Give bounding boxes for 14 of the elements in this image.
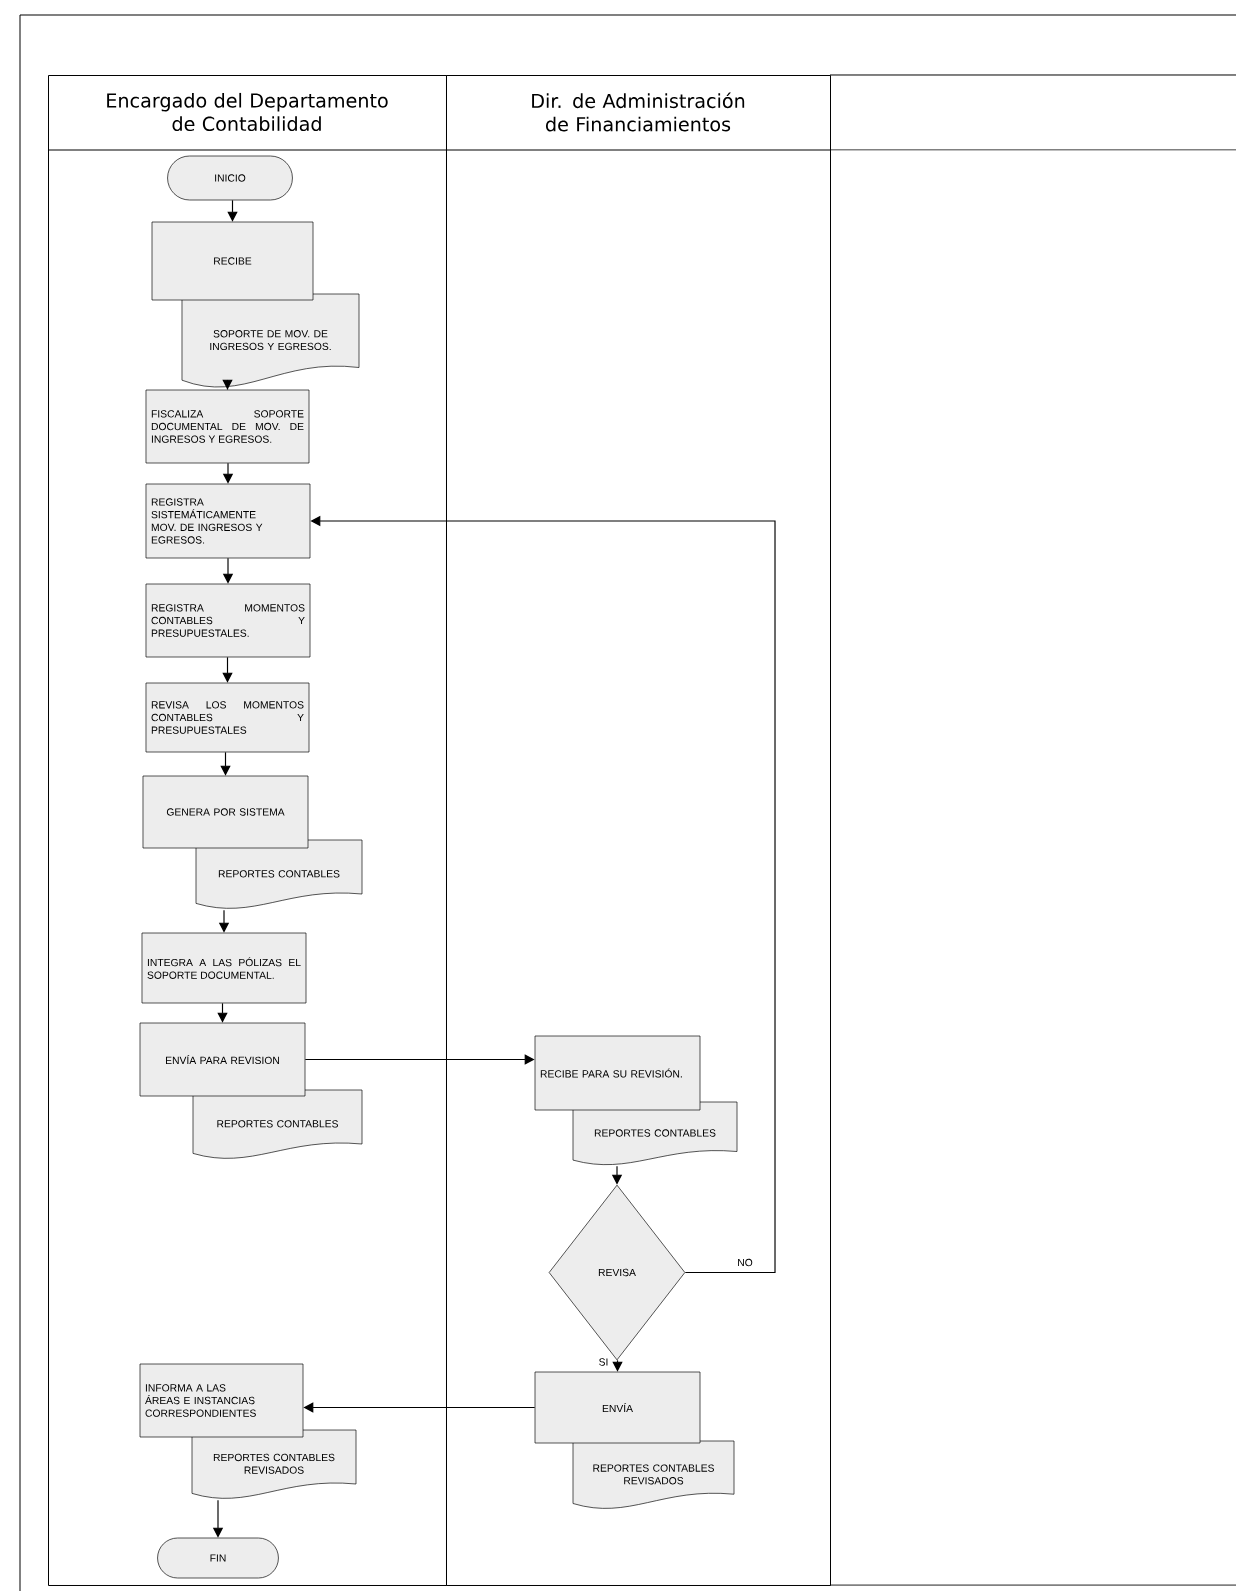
process-box: RECIBE xyxy=(151,221,314,301)
process-box: RECIBE PARA SU REVISIÓN. xyxy=(534,1035,701,1111)
process-box: REGISTRA MOMENTOS CONTABLES Y PRESUPUESTALES. xyxy=(145,583,311,658)
process-box: GENERA POR SISTEMA xyxy=(142,775,309,849)
process-box: FISCALIZA SOPORTE DOCUMENTAL DE MOV. DE INGRESOS Y EGRESOS. xyxy=(145,389,310,464)
process-box: ENVÍA PARA REVISION xyxy=(139,1022,306,1097)
edge-label: SI xyxy=(599,1358,608,1366)
edge-label: NO xyxy=(738,1258,753,1267)
process-box: INFORMA A LAS ÁREAS E INSTANCIAS CORRESPONDIENTES xyxy=(139,1363,304,1438)
process-box: ENVÍA xyxy=(534,1371,701,1444)
process-box: INTEGRA A LAS PÓLIZAS EL SOPORTE DOCUMENTAL. xyxy=(141,932,307,1004)
process-box: REVISA LOS MOMENTOS CONTABLES Y PRESUPUESTALES xyxy=(145,682,310,753)
arrow xyxy=(222,379,233,391)
process-box: REGISTRA SISTEMÁTICAMENTE MOV. DE INGRESOS Y EGRESOS. xyxy=(145,483,311,559)
